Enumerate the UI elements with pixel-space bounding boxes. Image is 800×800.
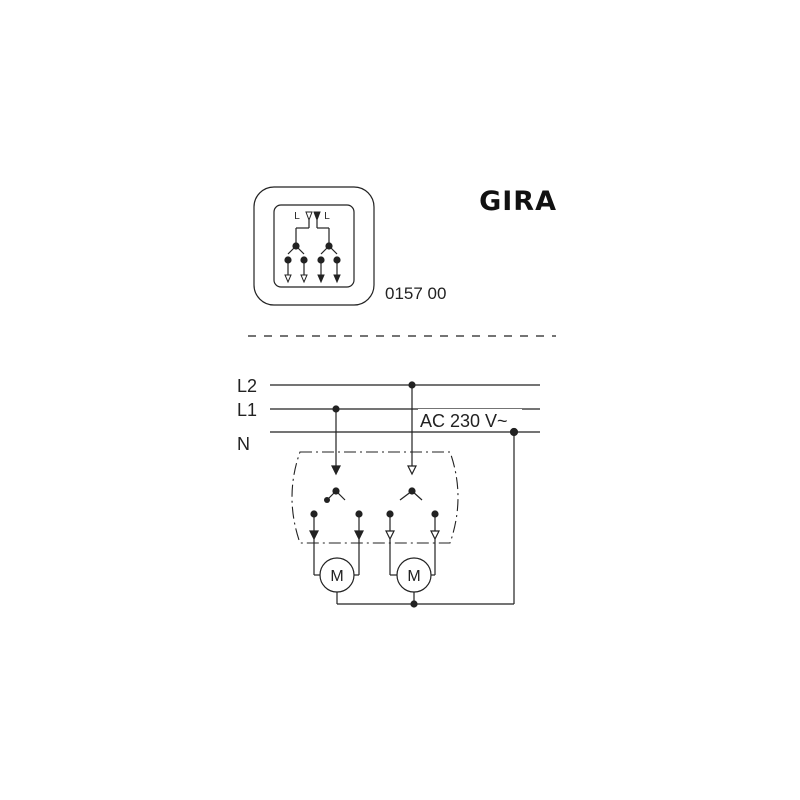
device-enclosure <box>291 451 459 544</box>
brand-logo: GIRA <box>479 186 557 217</box>
supply-voltage-label: AC 230 V~ <box>420 411 508 431</box>
device-outer-frame <box>253 186 375 306</box>
motor-2-label: M <box>407 568 420 585</box>
terminal-label-left: L <box>294 211 300 222</box>
device-symbol <box>253 186 375 306</box>
article-number: 0157 00 <box>385 284 446 303</box>
terminal-label-right: L <box>324 211 330 222</box>
label-l1: L1 <box>237 400 257 420</box>
motor-1-label: M <box>330 568 343 585</box>
label-l2: L2 <box>237 376 257 396</box>
device-inner-frame <box>273 204 355 288</box>
label-n: N <box>237 434 250 454</box>
